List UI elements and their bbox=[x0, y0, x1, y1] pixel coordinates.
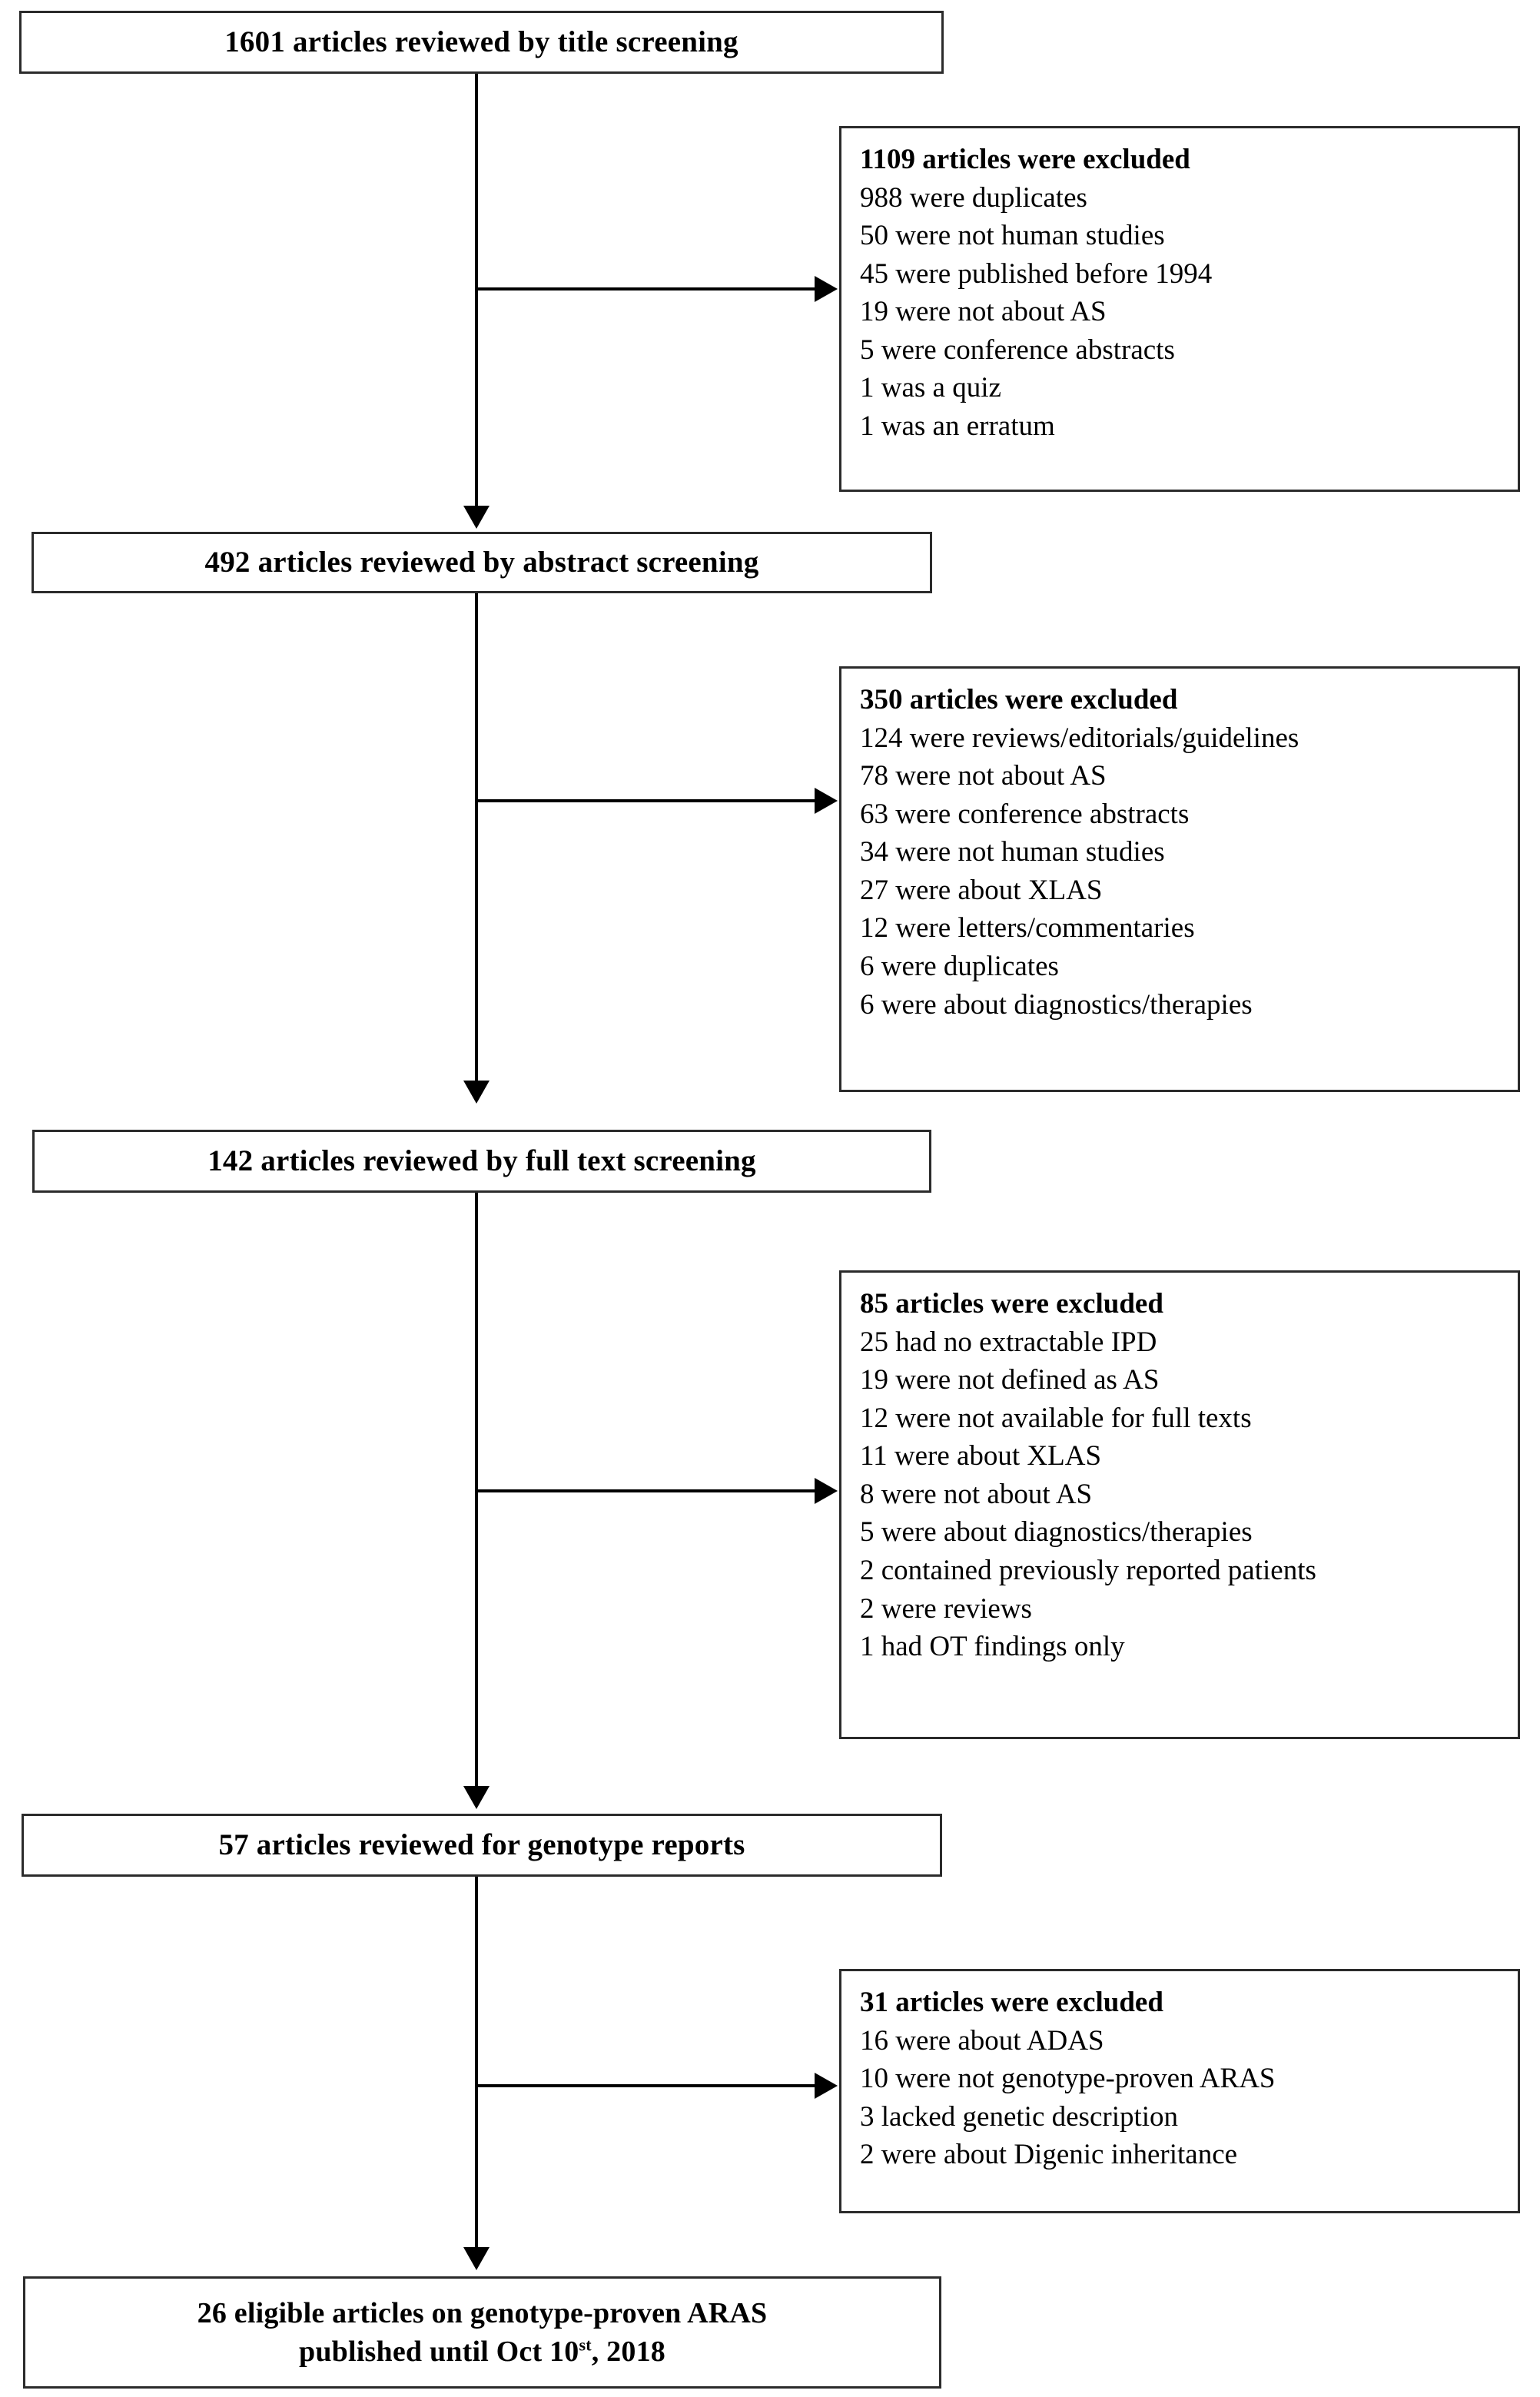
final-title-line-2: published until Oct 10st, 2018 bbox=[197, 2332, 768, 2371]
connector-stage3-to-exclusion3 bbox=[476, 1489, 816, 1492]
exclusion-reason: 2 contained previously reported patients bbox=[860, 1555, 1316, 1587]
arrow-down-stage1-to-stage2 bbox=[463, 506, 490, 529]
exclusion-reason: 12 were not available for full texts bbox=[860, 1402, 1252, 1434]
connector-stage1-to-stage2 bbox=[475, 74, 478, 509]
exclusion-reason: 3 lacked genetic description bbox=[860, 2100, 1179, 2133]
exclusion-heading: 1109 articles were excluded bbox=[860, 144, 1190, 175]
exclusion-reason: 50 were not human studies bbox=[860, 220, 1165, 252]
connector-stage1-to-exclusion1 bbox=[476, 287, 816, 290]
final-date-ordinal-suffix: st bbox=[579, 2335, 592, 2355]
stage-box-title-screening: 1601 articles reviewed by title screenin… bbox=[19, 11, 944, 74]
exclusion-reason: 1 was a quiz bbox=[860, 372, 1001, 404]
arrow-down-stage4-to-final bbox=[463, 2247, 490, 2270]
arrow-right-stage3-to-exclusion3 bbox=[815, 1478, 838, 1504]
arrow-right-stage2-to-exclusion2 bbox=[815, 788, 838, 814]
exclusion-heading: 85 articles were excluded bbox=[860, 1288, 1163, 1320]
exclusion-reason: 124 were reviews/editorials/guidelines bbox=[860, 722, 1299, 754]
stage-title: 57 articles reviewed for genotype report… bbox=[218, 1828, 745, 1861]
exclusion-reason: 988 were duplicates bbox=[860, 181, 1087, 214]
final-date-suffix: , 2018 bbox=[591, 2336, 665, 2368]
exclusion-reason: 6 were about diagnostics/therapies bbox=[860, 988, 1253, 1021]
exclusion-box-after-full-text-screening: 85 articles were excluded 25 had no extr… bbox=[839, 1270, 1520, 1739]
exclusion-reason: 2 were reviews bbox=[860, 1592, 1032, 1625]
stage-box-abstract-screening: 492 articles reviewed by abstract screen… bbox=[32, 532, 932, 593]
final-title-line-1: 26 eligible articles on genotype-proven … bbox=[197, 2296, 768, 2329]
exclusion-reason: 1 was an erratum bbox=[860, 410, 1055, 443]
exclusion-reason: 8 were not about AS bbox=[860, 1478, 1093, 1510]
exclusion-reason: 34 were not human studies bbox=[860, 836, 1165, 868]
exclusion-reason: 16 were about ADAS bbox=[860, 2024, 1104, 2057]
exclusion-reason: 6 were duplicates bbox=[860, 951, 1059, 983]
final-date-prefix: published until Oct 10 bbox=[299, 2336, 579, 2368]
exclusion-reason: 25 had no extractable IPD bbox=[860, 1326, 1157, 1358]
stage-title: 492 articles reviewed by abstract screen… bbox=[204, 545, 759, 579]
exclusion-reason: 19 were not about AS bbox=[860, 296, 1107, 328]
exclusion-reason: 78 were not about AS bbox=[860, 760, 1107, 792]
stage-title: 1601 articles reviewed by title screenin… bbox=[224, 25, 738, 58]
arrow-down-stage2-to-stage3 bbox=[463, 1081, 490, 1104]
stage-title: 142 articles reviewed by full text scree… bbox=[207, 1144, 756, 1177]
exclusion-reason: 2 were about Digenic inheritance bbox=[860, 2139, 1238, 2171]
exclusion-reason: 11 were about XLAS bbox=[860, 1440, 1102, 1472]
exclusion-box-after-genotype-review: 31 articles were excluded 16 were about … bbox=[839, 1969, 1520, 2213]
stage-box-full-text-screening: 142 articles reviewed by full text scree… bbox=[32, 1130, 931, 1193]
exclusion-box-after-title-screening: 1109 articles were excluded 988 were dup… bbox=[839, 126, 1520, 492]
exclusion-reason: 45 were published before 1994 bbox=[860, 257, 1213, 290]
arrow-down-stage3-to-stage4 bbox=[463, 1786, 490, 1809]
exclusion-reason: 27 were about XLAS bbox=[860, 874, 1103, 906]
exclusion-reason: 5 were conference abstracts bbox=[860, 334, 1175, 366]
exclusion-reason: 5 were about diagnostics/therapies bbox=[860, 1516, 1253, 1549]
exclusion-reason: 63 were conference abstracts bbox=[860, 798, 1190, 830]
exclusion-reason: 19 were not defined as AS bbox=[860, 1364, 1160, 1396]
connector-stage4-to-final bbox=[475, 1877, 478, 2250]
exclusion-heading: 31 articles were excluded bbox=[860, 1987, 1163, 2018]
final-title: 26 eligible articles on genotype-proven … bbox=[188, 2294, 777, 2371]
arrow-right-stage1-to-exclusion1 bbox=[815, 276, 838, 302]
exclusion-heading: 350 articles were excluded bbox=[860, 684, 1178, 715]
exclusion-reason: 12 were letters/commentaries bbox=[860, 912, 1195, 945]
stage-box-genotype-report-review: 57 articles reviewed for genotype report… bbox=[22, 1814, 942, 1877]
final-box-eligible-articles: 26 eligible articles on genotype-proven … bbox=[23, 2276, 941, 2389]
connector-stage4-to-exclusion4 bbox=[476, 2084, 816, 2087]
exclusion-reason: 10 were not genotype-proven ARAS bbox=[860, 2063, 1276, 2095]
connector-stage2-to-stage3 bbox=[475, 593, 478, 1084]
arrow-right-stage4-to-exclusion4 bbox=[815, 2073, 838, 2099]
exclusion-box-after-abstract-screening: 350 articles were excluded 124 were revi… bbox=[839, 666, 1520, 1092]
exclusion-reason: 1 had OT findings only bbox=[860, 1631, 1125, 1663]
connector-stage2-to-exclusion2 bbox=[476, 799, 816, 802]
